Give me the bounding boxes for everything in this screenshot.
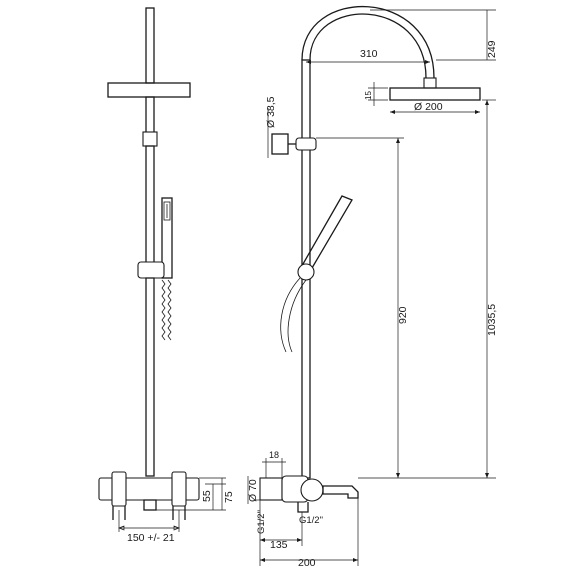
- dim-75: 75: [223, 491, 235, 503]
- right-handle: [171, 471, 187, 507]
- riser-middle: [145, 145, 155, 265]
- dim-spout-reach: 135: [270, 539, 288, 551]
- dim-head-diameter: Ø 200: [414, 101, 443, 113]
- side-hose: [280, 277, 307, 353]
- slider-holder: [137, 261, 165, 279]
- dim-inlet-thread: G1/2": [256, 510, 267, 534]
- hand-shower-spray-face: [163, 201, 171, 221]
- front-shower-head: [107, 82, 191, 98]
- dim-top-height: 249: [486, 40, 498, 58]
- dim-overall-depth: 200: [298, 557, 316, 568]
- dim-mixer-diameter: Ø 70: [247, 479, 259, 502]
- side-wall-mount: [259, 477, 283, 501]
- side-spout: [322, 485, 359, 499]
- dim-total-height: 1035,5: [486, 304, 498, 336]
- front-view: 150 +/- 21 55 75: [98, 7, 235, 544]
- gooseneck-inner: [309, 13, 427, 79]
- side-slider: [297, 263, 315, 281]
- front-spout: [143, 499, 157, 511]
- dim-slide-height: 920: [397, 306, 409, 324]
- side-outlet: [297, 502, 309, 513]
- dim-outlet-thread: G1/2": [299, 515, 323, 526]
- inlets: [112, 506, 186, 520]
- side-handle: [300, 478, 324, 502]
- side-shower-head: [389, 87, 481, 101]
- riser-top: [145, 7, 155, 84]
- riser-lower: [145, 277, 155, 477]
- gooseneck-outer: [301, 6, 435, 79]
- left-handle: [111, 471, 127, 507]
- riser-upper: [145, 96, 155, 138]
- head-joint: [423, 77, 437, 89]
- side-view: 310 249 15 Ø 200 Ø 38,5 920 1035,5: [247, 6, 498, 568]
- dim-head-thickness: 15: [364, 91, 373, 100]
- front-hand-shower: [161, 197, 173, 279]
- side-upper-holder: [295, 137, 317, 151]
- wall-bracket: [271, 133, 289, 155]
- dim-holder-diameter: Ø 38,5: [265, 96, 277, 128]
- dim-arm-length: 310: [360, 48, 378, 60]
- upper-clamp: [142, 131, 158, 147]
- dim-55: 55: [201, 490, 213, 502]
- front-hose: [161, 279, 166, 341]
- dim-wall-offset: 18: [269, 450, 279, 460]
- dim-centres: 150 +/- 21: [127, 532, 175, 544]
